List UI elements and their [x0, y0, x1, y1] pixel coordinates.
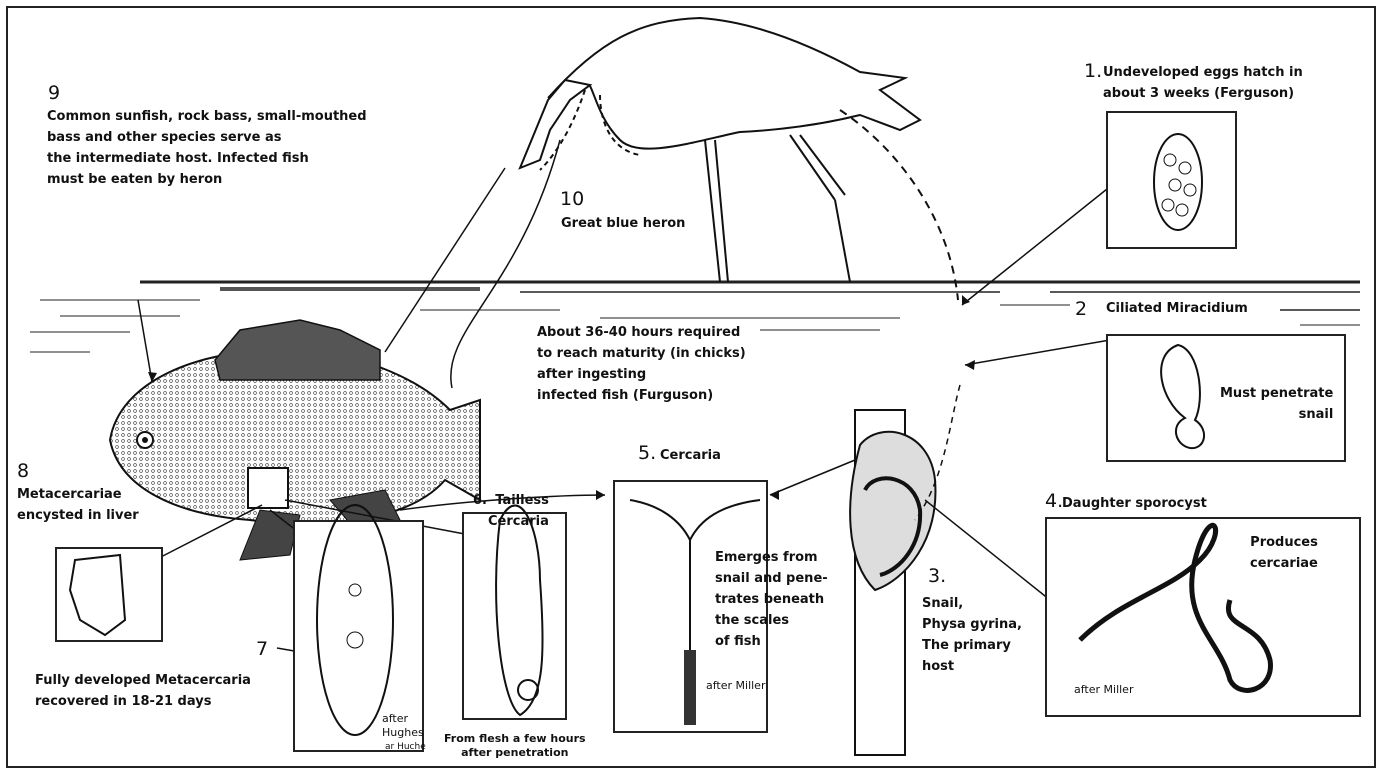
- stage-3-number: 3.: [928, 565, 946, 587]
- stage-7-credit-2: ar Huche: [385, 740, 426, 754]
- stage-8-number: 8: [17, 460, 29, 482]
- stage-9-number: 9: [48, 82, 60, 104]
- snail-drawing: [850, 410, 935, 755]
- stage-4-number: 4.: [1045, 490, 1063, 512]
- stage-2-number: 2: [1075, 298, 1087, 320]
- stage-5-number: 5.: [638, 442, 656, 464]
- stage-10-number: 10: [560, 188, 584, 210]
- stage-4-note: Produces cercariae: [1250, 532, 1318, 574]
- stage-9-text: Common sunfish, rock bass, small-mouthed…: [47, 106, 367, 190]
- stage-1-number: 1.: [1084, 60, 1102, 82]
- stage-5-credit: after Miller: [706, 679, 765, 693]
- stage-2-note: Must penetrate snail: [1220, 383, 1333, 425]
- stage-1-text: Undeveloped eggs hatch in about 3 weeks …: [1103, 62, 1303, 104]
- maturity-note: About 36-40 hours required to reach matu…: [537, 322, 746, 406]
- stage-2-title: Ciliated Miracidium: [1106, 298, 1248, 319]
- egg-box: [1106, 111, 1237, 249]
- stage-3-text: Snail, Physa gyrina, The primary host: [922, 593, 1022, 677]
- stage-4-credit: after Miller: [1074, 683, 1133, 697]
- stage-6-number: 6.: [473, 490, 487, 511]
- heron-drawing: [520, 18, 958, 300]
- recovery-note: Fully developed Metacercaria recovered i…: [35, 670, 251, 712]
- stage-7-credit: after Hughes: [382, 712, 424, 740]
- stage-6-title: Tailless Cercaria: [488, 490, 549, 532]
- stage-6-note: From flesh a few hours after penetration: [444, 732, 586, 760]
- tailless-cercaria-box: [462, 512, 567, 720]
- stage-10-text: Great blue heron: [561, 213, 685, 234]
- stage-5-note: Emerges from snail and pene- trates bene…: [715, 547, 828, 652]
- stage-4-title: Daughter sporocyst: [1062, 493, 1207, 514]
- liver-box: [55, 547, 163, 642]
- stage-8-text: Metacercariae encysted in liver: [17, 484, 139, 526]
- stage-7-number: 7: [256, 638, 268, 660]
- stage-5-title: Cercaria: [660, 445, 721, 466]
